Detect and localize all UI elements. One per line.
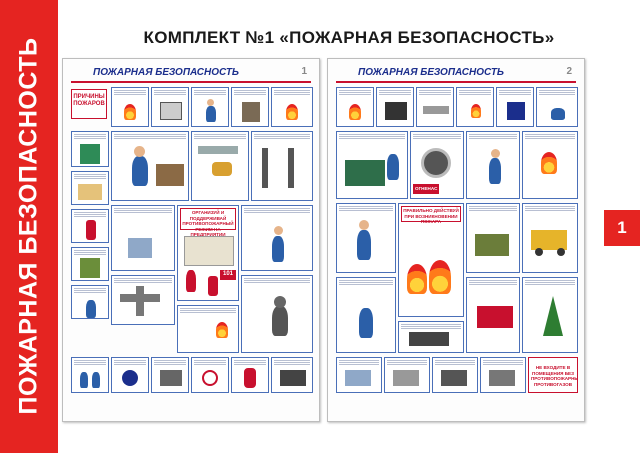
illustration-cell	[191, 87, 229, 127]
poster-divider	[71, 81, 311, 83]
poster-header: ПОЖАРНАЯ БЕЗОПАСНОСТЬ 2	[336, 66, 576, 83]
illustration-cell	[336, 87, 374, 127]
fire-regime-banner: ОРГАНИЗУЙ И ПОДДЕРЖИВАЙ ПРОТИВОПОЖАРНЫЙ …	[180, 208, 236, 237]
illustration-cell	[231, 87, 269, 127]
illustration-cell	[416, 87, 454, 127]
illustration-cell	[536, 87, 578, 127]
tab-number: 1	[617, 218, 627, 237]
fire-action-banner: ПРАВИЛЬНО ДЕЙСТВУЙ ПРИ ВОЗНИКНОВЕНИИ ПОЖ…	[401, 206, 461, 224]
illustration-cell	[271, 357, 313, 393]
illustration-cell	[376, 87, 414, 127]
illustration-cell	[71, 285, 109, 319]
warning-label: ОГНЕНАС	[413, 184, 439, 194]
illustration-cell	[496, 87, 534, 127]
illustration-cell	[466, 203, 520, 273]
illustration-cell	[71, 357, 109, 393]
poster-2[interactable]: ПОЖАРНАЯ БЕЗОПАСНОСТЬ 2 ОГНЕНАС	[327, 58, 585, 422]
main-title: КОМПЛЕКТ №1 «ПОЖАРНАЯ БЕЗОПАСНОСТЬ»	[143, 28, 555, 47]
illustration-cell	[336, 357, 382, 393]
illustration-cell	[231, 357, 269, 393]
illustration-cell	[336, 277, 396, 353]
illustration-cell: ПРАВИЛЬНО ДЕЙСТВУЙ ПРИ ВОЗНИКНОВЕНИИ ПОЖ…	[398, 203, 464, 317]
illustration-cell	[111, 87, 149, 127]
illustration-cell	[151, 357, 189, 393]
illustration-cell: ОРГАНИЗУЙ И ПОДДЕРЖИВАЙ ПРОТИВОПОЖАРНЫЙ …	[177, 205, 239, 301]
poster-title: ПОЖАРНАЯ БЕЗОПАСНОСТЬ	[358, 67, 505, 78]
illustration-cell	[111, 205, 175, 271]
illustration-cell	[522, 203, 578, 273]
illustration-cell	[456, 87, 494, 127]
illustration-cell	[522, 131, 578, 199]
illustration-cell	[336, 203, 396, 273]
illustration-cell	[384, 357, 430, 393]
illustration-cell	[71, 247, 109, 281]
illustration-cell	[111, 275, 175, 325]
illustration-cell: ОГНЕНАС	[410, 131, 464, 199]
illustration-cell	[177, 305, 239, 353]
illustration-cell	[432, 357, 478, 393]
illustration-cell	[251, 131, 313, 201]
illustration-cell	[71, 131, 109, 167]
poster-header: ПОЖАРНАЯ БЕЗОПАСНОСТЬ 1	[71, 66, 311, 83]
illustration-cell	[111, 131, 189, 201]
side-band: ПОЖАРНАЯ БЕЗОПАСНОСТЬ	[0, 0, 58, 453]
warning-cell: НЕ ВХОДИТЕ В ПОМЕЩЕНИЯ БЕЗ ПРОТИВОПОЖАРН…	[528, 357, 578, 393]
illustration-cell	[191, 357, 229, 393]
illustration-cell	[466, 131, 520, 199]
illustration-cell	[336, 131, 408, 199]
warning-text: НЕ ВХОДИТЕ В ПОМЕЩЕНИЯ БЕЗ ПРОТИВОПОЖАРН…	[530, 364, 578, 388]
illustration-cell	[111, 357, 149, 393]
illustration-cell	[271, 87, 313, 127]
illustration-cell	[71, 209, 109, 243]
poster-grid: ОГНЕНАС ПРАВИЛЬНО ДЕЙСТВУЙ ПРИ ВОЗНИКНОВ…	[336, 87, 578, 413]
poster-number: 1	[301, 66, 307, 77]
causes-label: ПРИЧИНЫ ПОЖАРОВ	[71, 89, 107, 119]
illustration-cell	[398, 321, 464, 353]
poster-number: 2	[566, 66, 572, 77]
illustration-cell	[522, 277, 578, 353]
illustration-cell	[480, 357, 526, 393]
poster-divider	[336, 81, 576, 83]
illustration-cell	[466, 277, 520, 353]
page-tab[interactable]: 1	[604, 210, 640, 246]
illustration-cell	[71, 171, 109, 205]
illustration-cell	[241, 205, 313, 271]
illustration-cell	[191, 131, 249, 201]
poster-1[interactable]: ПОЖАРНАЯ БЕЗОПАСНОСТЬ 1 ПРИЧИНЫ ПОЖАРОВ	[62, 58, 320, 422]
side-title: ПОЖАРНАЯ БЕЗОПАСНОСТЬ	[14, 37, 43, 415]
poster-grid: ПРИЧИНЫ ПОЖАРОВ	[71, 87, 313, 413]
emergency-number: 101	[220, 270, 236, 280]
poster-title: ПОЖАРНАЯ БЕЗОПАСНОСТЬ	[93, 67, 240, 78]
illustration-cell	[241, 275, 313, 353]
illustration-cell	[151, 87, 189, 127]
